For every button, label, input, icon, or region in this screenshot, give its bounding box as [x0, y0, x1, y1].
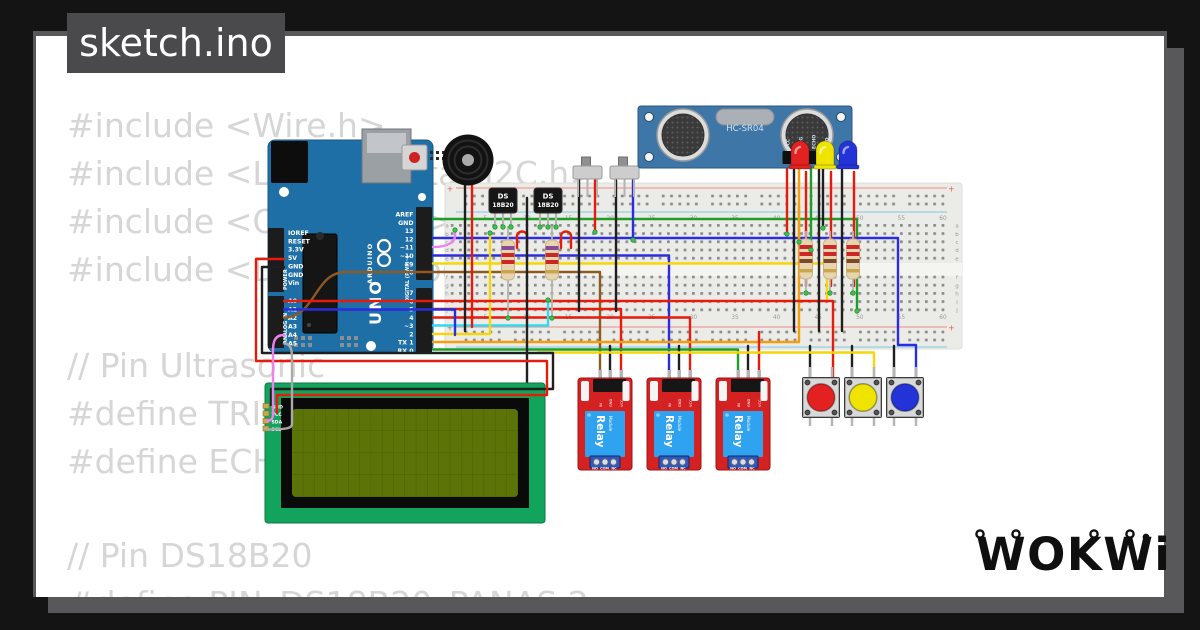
label: 30	[690, 315, 698, 321]
label: j	[445, 308, 448, 314]
label: b	[955, 232, 959, 238]
rail-plus: +	[447, 185, 454, 194]
label: h	[445, 292, 449, 298]
wires-front	[254, 257, 555, 431]
label: ~11	[400, 245, 414, 252]
rail-plus: +	[948, 185, 955, 194]
led-yellow	[812, 139, 838, 171]
preview-card: #include <Wire.h>#include <LiquidCrystal…	[36, 36, 1164, 597]
relay-module-1	[577, 369, 633, 472]
code-line: #define PIN_DS18B20_PANAS 2	[67, 584, 589, 597]
label: i	[956, 300, 958, 306]
label: 12	[405, 236, 414, 243]
breadboard: + + + + 55101015152020252530303535404045…	[444, 182, 963, 350]
label: 4	[409, 315, 414, 322]
label: 13	[405, 228, 414, 235]
label: 55	[898, 315, 906, 321]
label: A3	[288, 323, 297, 330]
label: i	[446, 300, 448, 306]
label: A2	[288, 315, 297, 322]
label: c	[445, 240, 448, 246]
label: 2	[409, 331, 413, 338]
code-line: // Pin DS18B20	[67, 536, 313, 575]
file-title-box: sketch.ino	[67, 13, 285, 73]
label: a	[445, 224, 448, 230]
label: RESET	[288, 238, 311, 245]
label: 35	[731, 315, 739, 321]
label: ~9	[404, 261, 414, 268]
label: 60	[939, 216, 947, 222]
label: 60	[939, 315, 947, 321]
label: 5V	[288, 255, 297, 262]
label: c	[955, 240, 958, 246]
label: f	[446, 275, 449, 281]
hcsr04-pin-label: VCC	[786, 138, 792, 149]
label: Vin	[288, 280, 299, 287]
label: d	[955, 248, 959, 254]
label: ~10	[400, 253, 414, 260]
slide-switch-2	[609, 156, 640, 198]
hcsr04-label: HC-SR04	[726, 124, 764, 134]
digital-label: DIGITAL (PWM~)	[405, 255, 411, 302]
label: GND	[398, 220, 413, 227]
label: g	[445, 283, 449, 289]
brand-text: WOKWi	[976, 528, 1171, 581]
hcsr04-pin-label: ECHO	[812, 135, 818, 149]
power-label: POWER	[283, 269, 289, 290]
label: 50	[856, 315, 864, 321]
relay-module-2	[646, 369, 702, 472]
arduino-uno: ARDUINO UNO DIGITAL (PWM~) POWER ANALOG …	[267, 128, 445, 355]
label: RX 0	[398, 348, 415, 355]
analog-label: ANALOG IN	[283, 313, 289, 344]
led-blue	[835, 139, 861, 171]
relay-module-3	[715, 369, 771, 472]
buzzer	[442, 134, 494, 186]
slide-switch-1	[572, 156, 603, 198]
label: A5	[288, 340, 297, 347]
label: j	[955, 308, 958, 314]
connection-dots	[452, 224, 860, 321]
rail-plus: +	[948, 324, 955, 333]
label: 50	[856, 216, 864, 222]
label: b	[445, 232, 449, 238]
lcd-display: GND VCC SDA SCL	[262, 382, 546, 524]
label: e	[955, 256, 959, 262]
label: a	[955, 224, 958, 230]
label: ~3	[404, 323, 414, 330]
label: h	[955, 292, 959, 298]
push-button-blue	[884, 365, 926, 428]
label: e	[445, 256, 449, 262]
lcd-pin-label: SDA	[272, 420, 283, 426]
wokwi-logo: WOKWi	[975, 528, 1171, 581]
rail-plus: +	[447, 324, 454, 333]
led-red	[787, 139, 813, 171]
label: IOREF	[288, 230, 309, 237]
label: AREF	[395, 212, 413, 219]
code-line: #include <Wire.h>	[67, 106, 386, 145]
label: f	[956, 275, 959, 281]
label: 3.3V	[288, 247, 304, 254]
arduino-logo-icon	[376, 252, 392, 268]
label: GND	[288, 263, 303, 270]
label: A4	[288, 332, 298, 339]
push-button-yellow	[842, 365, 884, 428]
lcd-pin-label: VCC	[272, 412, 283, 418]
label: g	[955, 283, 959, 289]
label: TX 1	[398, 340, 413, 347]
arduino-logo-icon	[376, 238, 392, 254]
label: GND	[288, 272, 303, 279]
push-button-red	[800, 365, 842, 428]
label: 40	[773, 315, 781, 321]
label: 7	[409, 290, 413, 297]
pin-grid	[294, 336, 358, 347]
label: d	[445, 248, 449, 254]
file-title: sketch.ino	[79, 21, 273, 65]
arduino-brand: ARDUINO	[366, 243, 374, 284]
label: 55	[898, 216, 906, 222]
